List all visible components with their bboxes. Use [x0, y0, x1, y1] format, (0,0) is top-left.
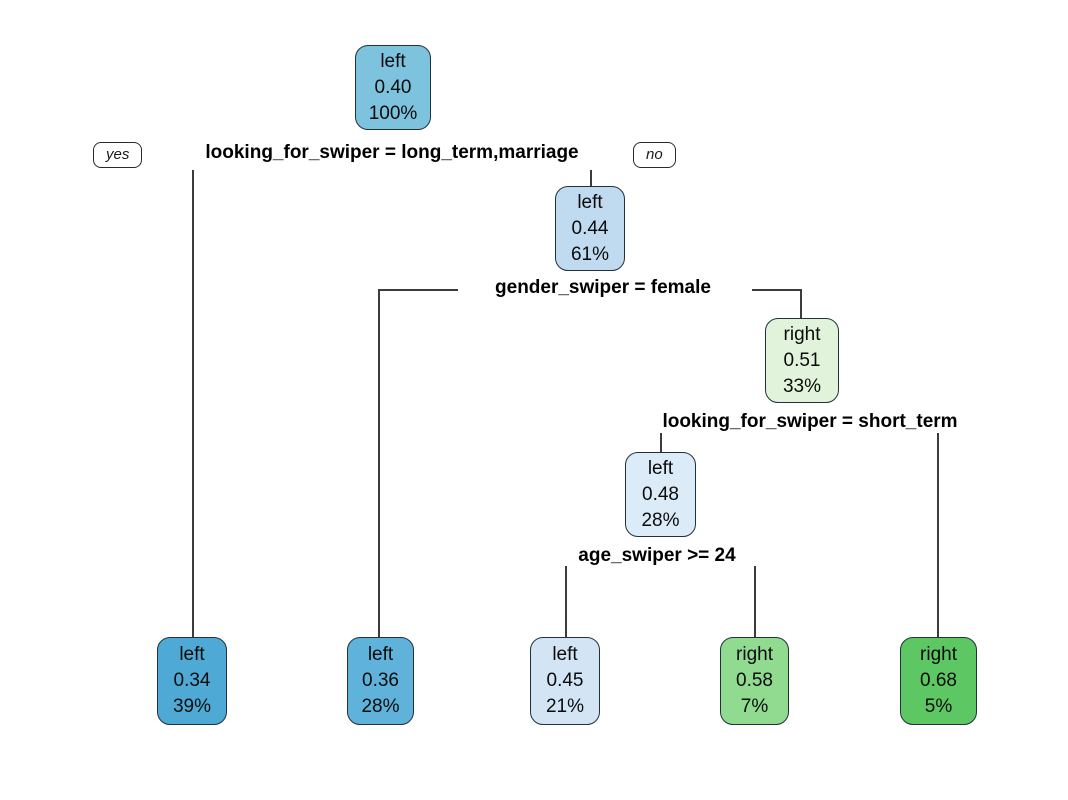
node-probability: 0.51: [783, 349, 821, 371]
edge-yes-root-to-leaf-034: [192, 170, 194, 637]
split-condition-looking-for-swiper-longterm: looking_for_swiper = long_term,marriage: [201, 142, 583, 164]
no-branch-label: no: [633, 142, 676, 168]
node-percentage: 7%: [740, 696, 769, 717]
edge-elbow-left-gender-split: [378, 289, 458, 291]
node-probability: 0.36: [362, 670, 399, 691]
tree-leaf-058: right 0.58 7%: [720, 637, 789, 725]
node-percentage: 39%: [172, 696, 212, 717]
split-condition-gender-swiper: gender_swiper = female: [491, 277, 715, 299]
edge-no-root-to-node-044: [590, 170, 592, 186]
node-probability: 0.44: [571, 217, 609, 239]
tree-leaf-034: left 0.34 39%: [157, 637, 227, 725]
node-percentage: 61%: [570, 243, 610, 265]
node-class-label: right: [920, 644, 957, 665]
edge-yes-age-to-leaf-045: [565, 566, 567, 637]
node-probability: 0.68: [920, 670, 957, 691]
node-class-label: left: [367, 644, 394, 665]
node-probability: 0.45: [546, 670, 584, 691]
node-percentage: 28%: [641, 509, 680, 531]
node-class-label: left: [647, 457, 674, 479]
tree-leaf-045: left 0.45 21%: [530, 637, 600, 725]
split-condition-age-swiper: age_swiper >= 24: [574, 545, 740, 567]
tree-node-051: right 0.51 33%: [765, 318, 839, 403]
tree-node-044: left 0.44 61%: [555, 186, 625, 271]
edge-elbow-right-gender-split: [752, 289, 801, 291]
node-probability: 0.58: [736, 670, 773, 691]
edge-yes-gender-to-leaf-036: [378, 289, 380, 637]
tree-leaf-036: left 0.36 28%: [347, 637, 414, 725]
node-percentage: 21%: [545, 696, 585, 717]
edge-no-shortterm-to-leaf-068: [937, 433, 939, 637]
node-percentage: 33%: [782, 375, 822, 397]
yes-branch-label: yes: [93, 142, 143, 168]
node-percentage: 28%: [361, 696, 400, 717]
split-condition-looking-for-swiper-shortterm: looking_for_swiper = short_term: [658, 411, 962, 433]
node-class-label: right: [736, 644, 773, 665]
edge-yes-shortterm-to-node-048: [660, 433, 662, 452]
node-probability: 0.48: [642, 483, 679, 505]
node-class-label: right: [783, 323, 821, 345]
node-percentage: 100%: [368, 102, 418, 124]
tree-node-root: left 0.40 100%: [355, 45, 431, 130]
node-percentage: 5%: [924, 696, 953, 717]
node-class-label: left: [552, 644, 578, 665]
tree-node-048: left 0.48 28%: [625, 452, 696, 537]
node-class-label: left: [577, 191, 603, 213]
node-probability: 0.40: [374, 76, 412, 98]
node-class-label: left: [179, 644, 205, 665]
edge-no-gender-to-node-051: [800, 289, 802, 318]
node-probability: 0.34: [173, 670, 211, 691]
node-class-label: left: [380, 50, 406, 72]
edge-no-age-to-leaf-058: [754, 566, 756, 637]
tree-leaf-068: right 0.68 5%: [900, 637, 977, 725]
